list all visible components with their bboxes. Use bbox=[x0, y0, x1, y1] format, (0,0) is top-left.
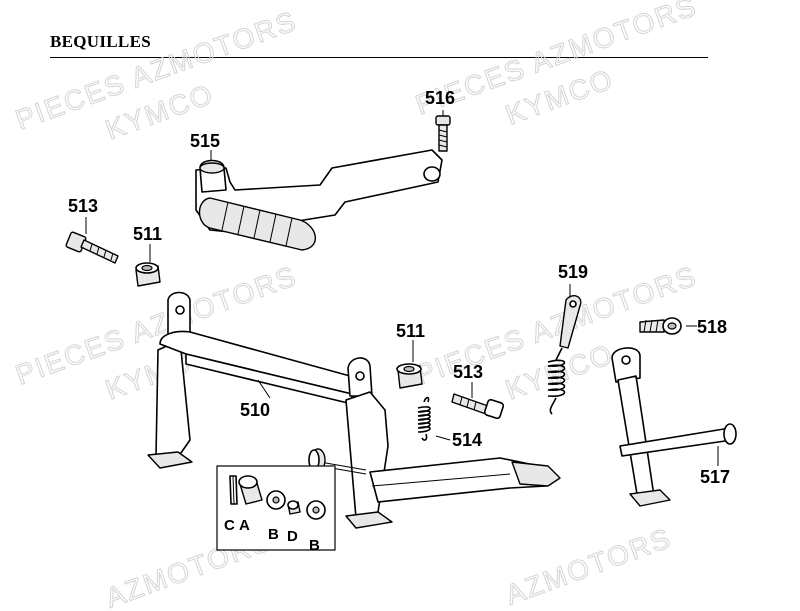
callout-514: 514 bbox=[452, 430, 482, 450]
callout-511-upper: 511 bbox=[133, 224, 162, 244]
callout-516: 516 bbox=[425, 88, 455, 108]
part-519-spring bbox=[547, 284, 582, 415]
kit-label-b: B bbox=[309, 537, 320, 554]
page-title: BEQUILLES bbox=[50, 32, 151, 51]
kit-label-b: B bbox=[268, 526, 279, 543]
callout-518: 518 bbox=[697, 317, 727, 337]
kit-label-c: C bbox=[224, 517, 235, 534]
part-513-bolt-upper bbox=[65, 217, 119, 264]
callout-517: 517 bbox=[700, 467, 730, 487]
kit-label-a: A bbox=[239, 517, 250, 534]
kit-label-d: D bbox=[287, 528, 298, 545]
part-518-bolt bbox=[639, 317, 697, 335]
callout-511-lower: 511 bbox=[396, 321, 425, 341]
part-515-lever bbox=[195, 149, 443, 251]
part-511-bushing-lower bbox=[396, 340, 423, 389]
part-514-spring bbox=[417, 396, 451, 441]
watermark-text: AZMOTORS bbox=[501, 522, 675, 611]
callout-519: 519 bbox=[558, 262, 588, 282]
callout-513-upper: 513 bbox=[68, 196, 98, 216]
callout-510: 510 bbox=[240, 400, 270, 420]
part-517-side-stand bbox=[611, 347, 737, 507]
callout-513-lower: 513 bbox=[453, 362, 483, 382]
part-516-bolt bbox=[435, 110, 451, 152]
part-513-bolt-lower bbox=[451, 382, 505, 420]
title-divider bbox=[50, 57, 708, 58]
callout-515: 515 bbox=[190, 131, 220, 151]
part-511-bushing-upper bbox=[135, 244, 161, 287]
part-510-center-stand bbox=[147, 291, 561, 529]
hardware-kit-box bbox=[216, 465, 336, 551]
